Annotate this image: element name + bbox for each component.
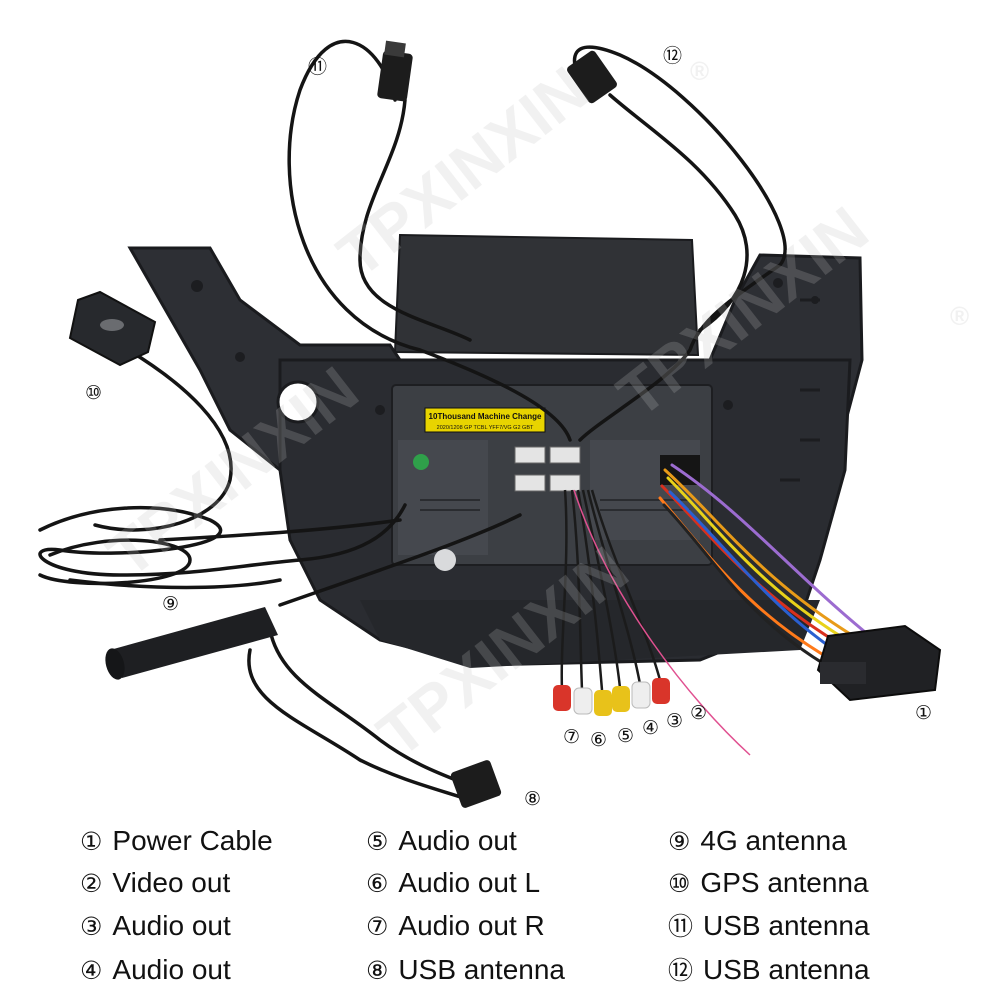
legend-label: Audio out R (398, 910, 545, 941)
legend-item: ① Power Cable (80, 827, 273, 855)
legend-number: ④ (80, 956, 103, 985)
callout-3: ③ (666, 710, 684, 732)
callout-10: ⑩ (85, 382, 103, 404)
legend-item: ⑧ USB antenna (366, 956, 565, 984)
legend-item: ⑪ USB antenna (668, 912, 870, 940)
legend-label: Audio out (112, 954, 231, 985)
legend-label: USB antenna (703, 910, 870, 941)
legend-label: Audio out L (398, 867, 541, 898)
legend-number: ⑥ (366, 869, 389, 898)
callout-7: ⑦ (563, 726, 581, 748)
legend-number: ⑫ (668, 956, 694, 985)
legend-item: ⑫ USB antenna (668, 956, 870, 984)
legend-label: USB antenna (703, 954, 870, 985)
rca-cables (560, 489, 751, 756)
legend-label: USB antenna (398, 954, 565, 985)
callout-4: ④ (642, 717, 660, 739)
watermark-mark: ® (690, 56, 709, 86)
power-harness (658, 463, 867, 678)
chassis-sticker: 10Thousand Machine Change 2020/1208 GP T… (424, 407, 546, 433)
legend-number: ② (80, 869, 103, 898)
legend-number: ⑪ (668, 912, 694, 941)
legend-number: ⑩ (668, 869, 691, 898)
usb-connectors (377, 40, 617, 808)
legend-label: GPS antenna (700, 867, 869, 898)
callout-11: ⑪ (308, 56, 328, 78)
legend-label: Audio out (112, 910, 231, 941)
callout-2: ② (690, 702, 708, 724)
legend-label: Audio out (398, 825, 517, 856)
sticker-subtitle: 2020/1208 GP TCBL YFF7/VG G2 GBT (437, 425, 534, 431)
legend-number: ③ (80, 912, 103, 941)
legend-item: ⑤ Audio out (366, 827, 517, 855)
sticker-title: 10Thousand Machine Change (429, 412, 542, 421)
legend-number: ⑧ (366, 956, 389, 985)
legend-item: ⑥ Audio out L (366, 869, 540, 897)
callout-6: ⑥ (590, 729, 608, 751)
callout-8: ⑧ (524, 788, 542, 810)
legend-label: 4G antenna (700, 825, 847, 856)
black-cables (38, 39, 787, 802)
legend-number: ① (80, 827, 103, 856)
legend-item: ⑦ Audio out R (366, 912, 545, 940)
gps-puck (68, 290, 157, 367)
legend-label: Video out (112, 867, 231, 898)
callout-9: ⑨ (162, 593, 180, 615)
legend-item: ③ Audio out (80, 912, 231, 940)
legend-item: ⑨ 4G antenna (668, 827, 847, 855)
rca-plugs (553, 678, 670, 716)
legend-number: ⑦ (366, 912, 389, 941)
iso-connector (816, 624, 942, 702)
legend-item: ⑩ GPS antenna (668, 869, 869, 897)
legend-label: Power Cable (112, 825, 273, 856)
legend: ① Power Cable ② Video out ③ Audio out ④ Audi… (0, 815, 1000, 1000)
callout-5: ⑤ (617, 725, 635, 747)
legend-item: ④ Audio out (80, 956, 231, 984)
callout-1: ① (915, 702, 933, 724)
callout-12: ⑫ (663, 45, 683, 67)
legend-number: ⑤ (366, 827, 389, 856)
watermark-mark: ® (950, 301, 969, 331)
product-photo: 10Thousand Machine Change 2020/1208 GP T… (38, 39, 969, 808)
legend-item: ② Video out (80, 869, 230, 897)
legend-number: ⑨ (668, 827, 691, 856)
4g-antenna-stick (105, 607, 278, 680)
